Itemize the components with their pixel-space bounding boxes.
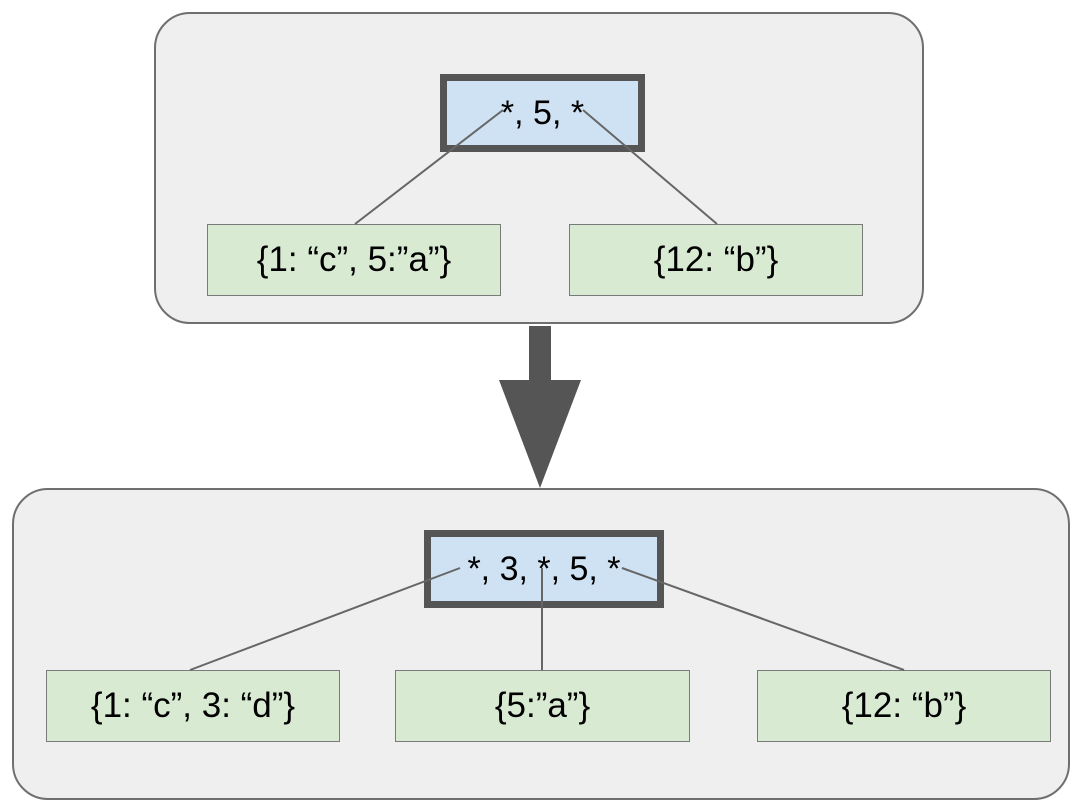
top-root-node: *, 5, *: [440, 74, 645, 152]
bottom-leaf-node-2: {5:”a”}: [395, 670, 690, 742]
top-leaf-node-1: {1: “c”, 5:”a”}: [207, 224, 501, 296]
down-arrow-icon: [499, 326, 581, 488]
bottom-leaf-node-3: {12: “b”}: [757, 670, 1051, 742]
top-leaf-node-2: {12: “b”}: [569, 224, 863, 296]
bottom-leaf-node-1: {1: “c”, 3: “d”}: [46, 670, 340, 742]
bottom-root-node: *, 3, *, 5, *: [424, 530, 664, 608]
